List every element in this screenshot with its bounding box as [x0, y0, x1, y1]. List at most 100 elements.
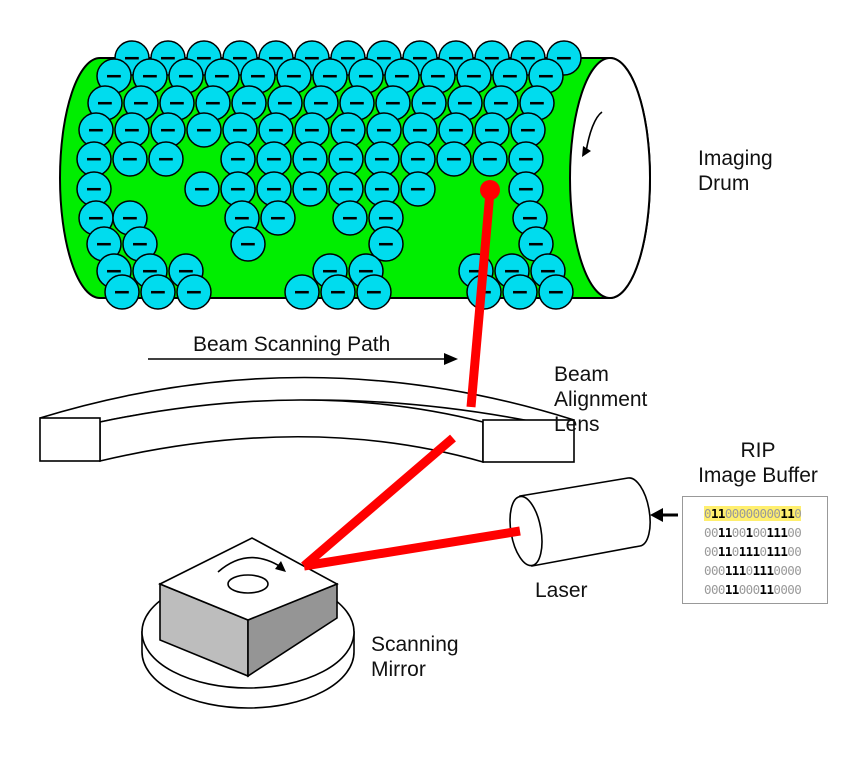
- buffer-bit: 1: [773, 544, 781, 559]
- charge-symbol: −: [456, 91, 474, 116]
- charge-symbol: −: [265, 177, 283, 202]
- buffer-bit: 0: [787, 544, 795, 559]
- charge-symbol: −: [348, 91, 366, 116]
- buffer-bit: 0: [724, 506, 733, 521]
- buffer-bit: 1: [759, 563, 768, 578]
- charge-symbol: −: [339, 118, 357, 143]
- charge-symbol: −: [105, 64, 123, 89]
- charge-symbol: −: [337, 147, 355, 172]
- charge-symbol: −: [168, 91, 186, 116]
- charge-symbol: −: [409, 177, 427, 202]
- imaging-drum: −−−−−−−−−−−−−−−−−−−−−−−−−−−−−−−−−−−−−−−−…: [59, 40, 651, 310]
- charge-symbol: −: [409, 147, 427, 172]
- buffer-bit: 0: [794, 544, 802, 559]
- toner-charge: [112, 141, 148, 177]
- toner-charge: [400, 171, 436, 207]
- charge-symbol: −: [177, 64, 195, 89]
- buffer-bit: 0: [710, 563, 719, 578]
- charge-symbol: −: [229, 147, 247, 172]
- buffer-bit: 1: [759, 582, 768, 597]
- imaging-drum-label-line-2: Drum: [698, 172, 750, 195]
- charge-symbol: −: [357, 64, 375, 89]
- charge-symbol: −: [285, 64, 303, 89]
- buffer-to-laser-arrow: [650, 508, 678, 522]
- charge-symbol: −: [85, 177, 103, 202]
- buffer-bit: 0: [780, 563, 788, 578]
- buffer-bit: 1: [752, 563, 761, 578]
- charge-symbol: −: [204, 91, 222, 116]
- mirror-rotation-arrow-icon: [217, 556, 282, 573]
- charge-symbol: −: [373, 177, 391, 202]
- charge-symbol: −: [233, 206, 251, 231]
- buffer-row: 00011101110000: [704, 563, 802, 578]
- buffer-bit: 1: [745, 525, 754, 540]
- toner-charge: [436, 141, 472, 177]
- charge-symbol: −: [517, 177, 535, 202]
- buffer-bit: 1: [738, 544, 747, 559]
- charge-symbol: −: [337, 177, 355, 202]
- charge-symbol: −: [447, 118, 465, 143]
- laser-label: Laser: [535, 579, 588, 602]
- charge-symbol: −: [269, 206, 287, 231]
- buffer-bit: 0: [704, 525, 712, 540]
- beam-path-arrow: [148, 353, 458, 365]
- charge-symbol: −: [121, 206, 139, 231]
- buffer-bit: 0: [759, 544, 768, 559]
- buffer-bit: 1: [780, 525, 788, 540]
- buffer-bit: 0: [704, 506, 712, 521]
- mirror-label-line-2: Mirror: [371, 658, 426, 681]
- charge-symbol: −: [420, 91, 438, 116]
- buffer-bit: 1: [724, 544, 733, 559]
- charge-symbol: −: [121, 147, 139, 172]
- buffer-bit: 1: [766, 544, 774, 559]
- buffer-bit: 0: [717, 582, 726, 597]
- buffer-bit: 0: [787, 563, 795, 578]
- mirror-pivot: [227, 574, 269, 594]
- charge-symbol: −: [303, 118, 321, 143]
- charge-symbol: −: [123, 118, 141, 143]
- charge-symbol: −: [517, 147, 535, 172]
- scanning-mirror: [141, 537, 355, 709]
- charge-symbol: −: [231, 118, 249, 143]
- toner-charge: [176, 274, 212, 310]
- imaging-drum-label: Imaging Drum: [698, 146, 773, 196]
- toner-charge: [356, 274, 392, 310]
- buffer-bit: 0: [731, 525, 740, 540]
- charge-symbol: −: [465, 64, 483, 89]
- buffer-bit: 0: [752, 525, 761, 540]
- charge-symbol: −: [301, 177, 319, 202]
- buffer-bit: 1: [752, 544, 761, 559]
- buffer-bit: 0: [766, 506, 774, 521]
- beam-spot: [480, 180, 500, 200]
- buffer-bit: 0: [780, 582, 788, 597]
- charge-symbol: −: [481, 147, 499, 172]
- charge-symbol: −: [149, 280, 167, 305]
- lens-left-end: [39, 417, 101, 462]
- buffer-bit: 0: [710, 525, 719, 540]
- laser-body: [519, 477, 651, 567]
- charge-symbol: −: [159, 118, 177, 143]
- buffer-bit: 0: [794, 506, 802, 521]
- buffer-row: 00110111011100: [704, 544, 802, 559]
- buffer-bit: 0: [759, 506, 768, 521]
- toner-charge: [284, 274, 320, 310]
- buffer-bit: 0: [752, 506, 761, 521]
- toner-charge: [104, 274, 140, 310]
- charge-symbol: −: [193, 177, 211, 202]
- buffer-bit: 0: [704, 563, 712, 578]
- buffer-bit: 1: [724, 525, 733, 540]
- buffer-bit: 1: [773, 525, 781, 540]
- charge-symbol: −: [377, 232, 395, 257]
- charge-symbol: −: [185, 280, 203, 305]
- charge-symbol: −: [321, 64, 339, 89]
- charge-symbol: −: [521, 206, 539, 231]
- lens-label-line-3: Lens: [554, 413, 600, 436]
- charge-symbol: −: [87, 206, 105, 231]
- buffer-bit: 0: [738, 582, 747, 597]
- beam-scanning-path-label: Beam Scanning Path: [193, 333, 391, 356]
- buffer-bit: 1: [731, 563, 740, 578]
- buffer-bit: 0: [773, 582, 781, 597]
- charge-symbol: −: [519, 118, 537, 143]
- beam-alignment-lens: [39, 376, 575, 464]
- charge-symbol: −: [96, 91, 114, 116]
